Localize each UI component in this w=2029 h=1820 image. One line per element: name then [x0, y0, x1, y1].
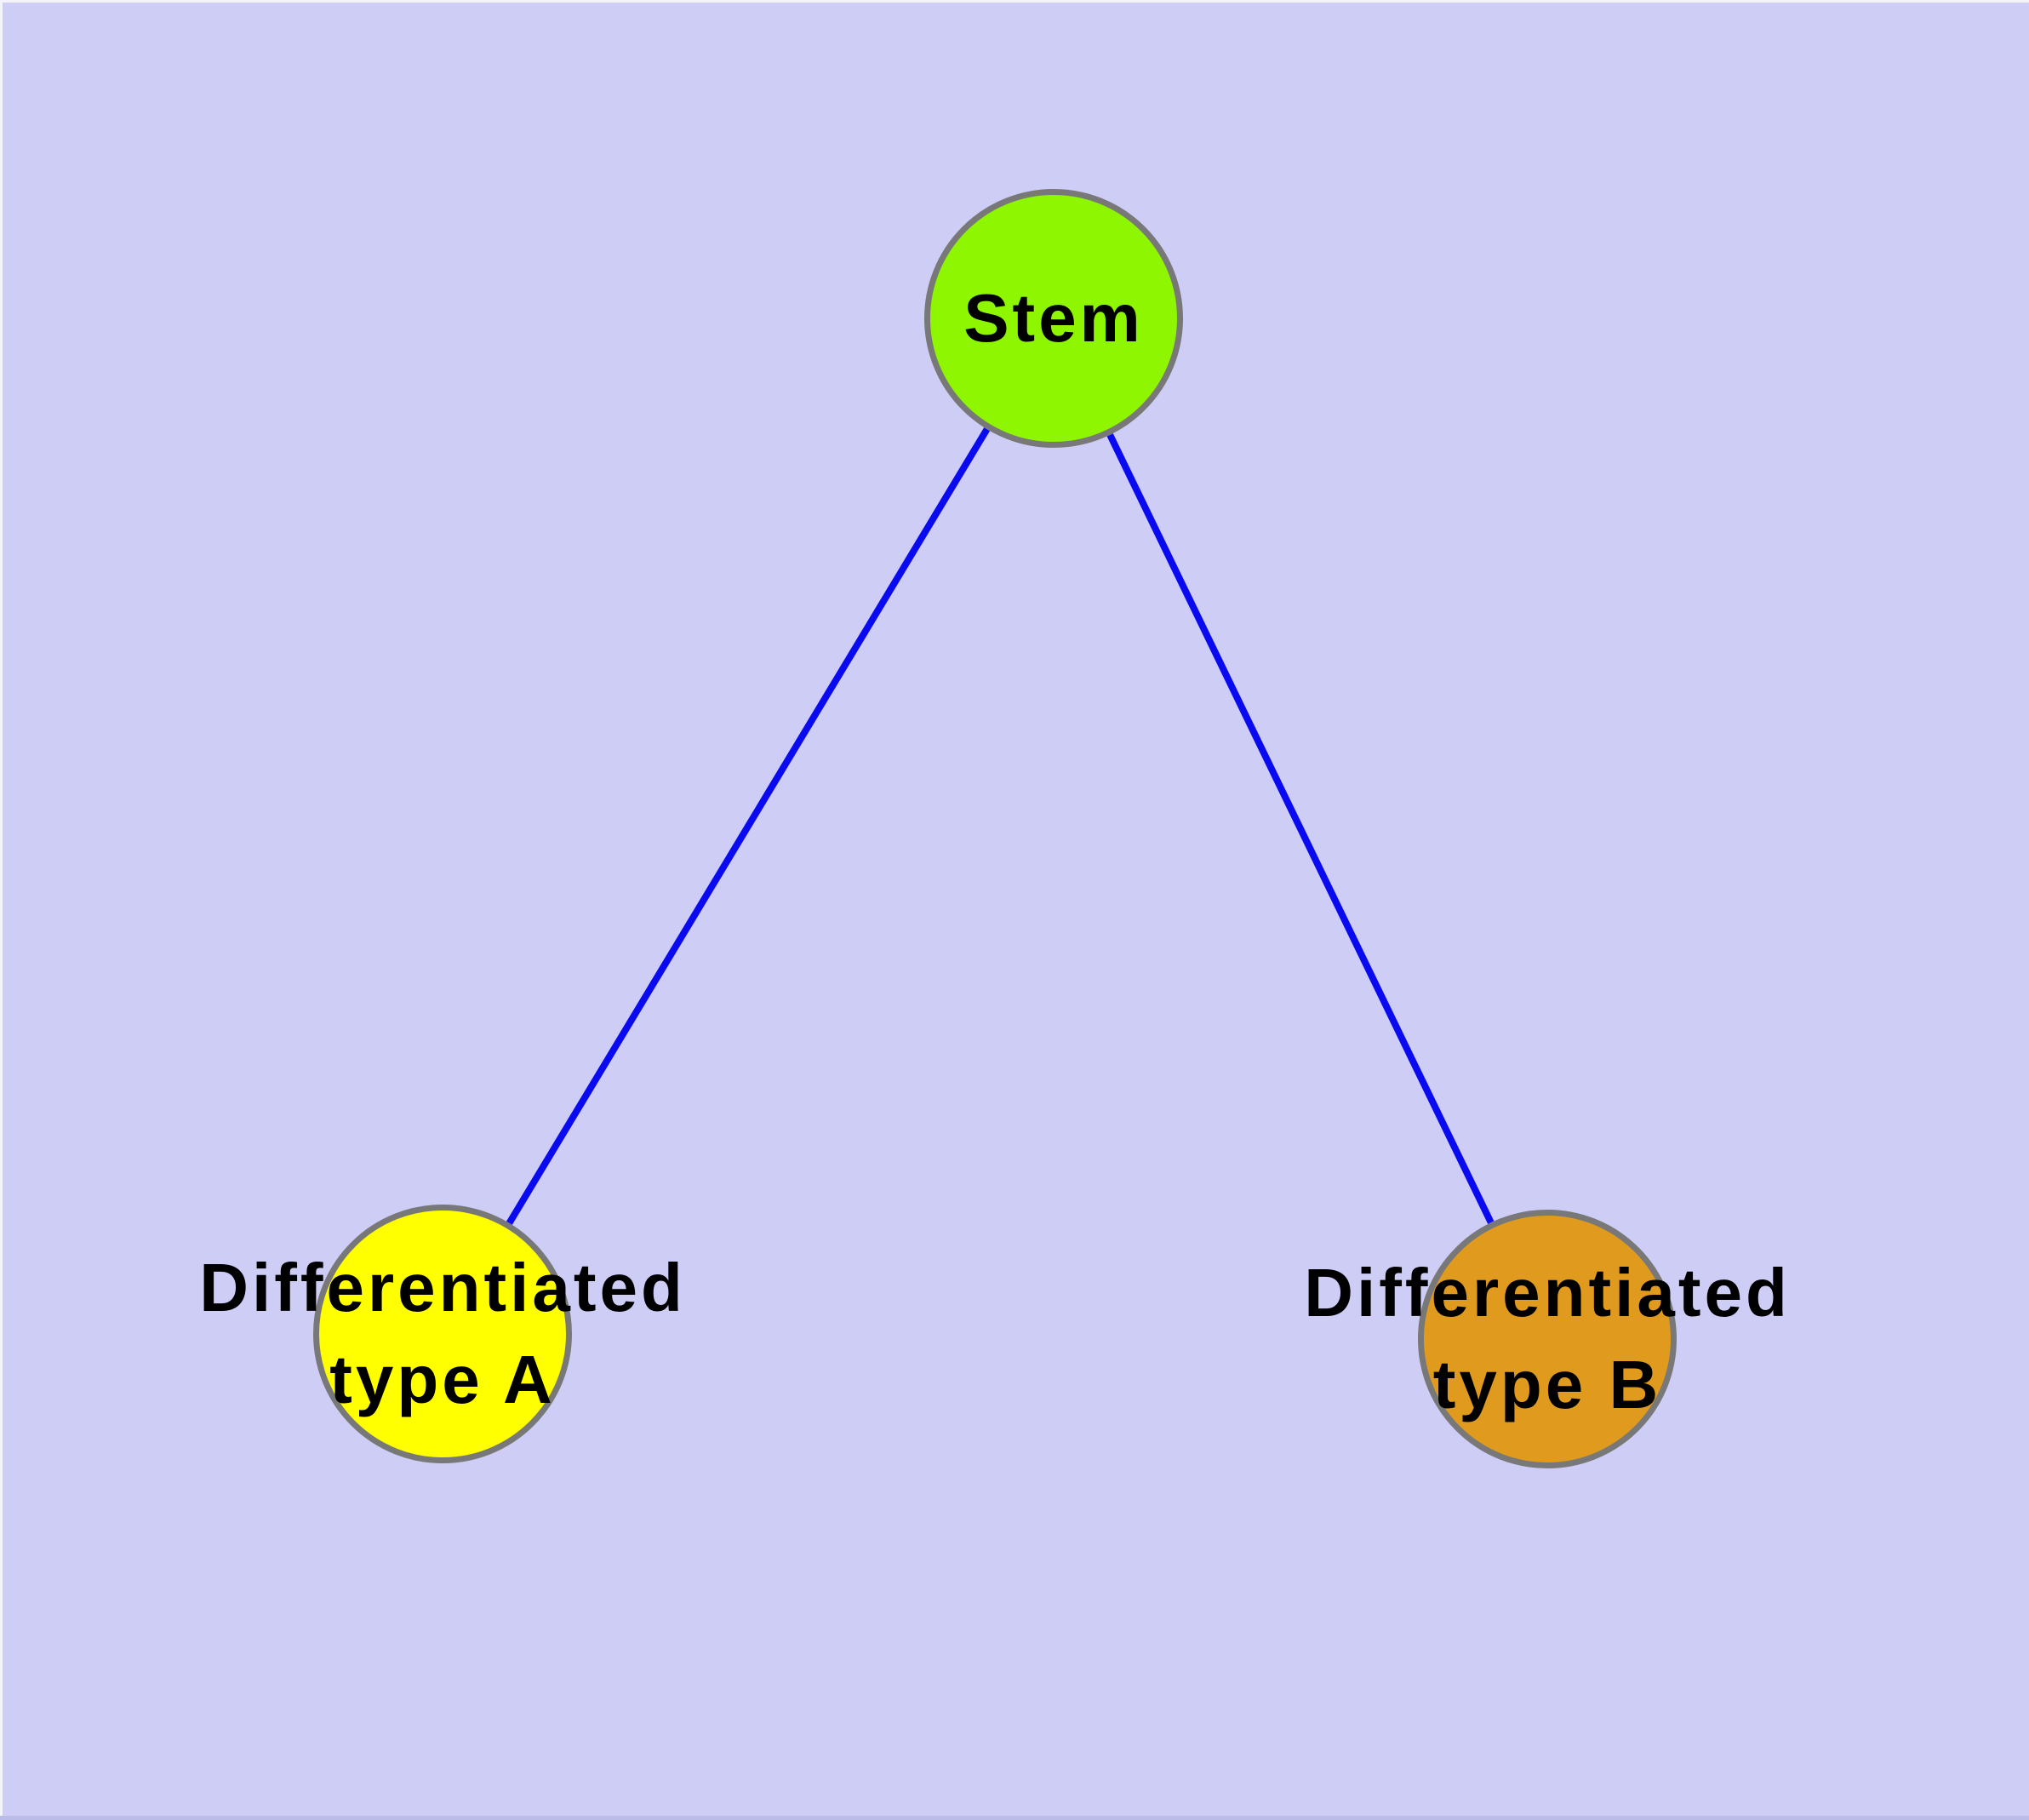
edge-stem-to-type-a [506, 427, 991, 1225]
node-differentiated-type-b-label: Differentiated type B [1304, 1255, 1791, 1422]
node-stem [924, 189, 1183, 448]
node-differentiated-type-b [1418, 1210, 1677, 1468]
edge-stem-to-type-b [1106, 433, 1495, 1224]
node-differentiated-type-a [313, 1205, 572, 1463]
node-differentiated-type-a-label: Differentiated type A [199, 1250, 686, 1417]
node-stem-label: Stem [963, 280, 1144, 356]
